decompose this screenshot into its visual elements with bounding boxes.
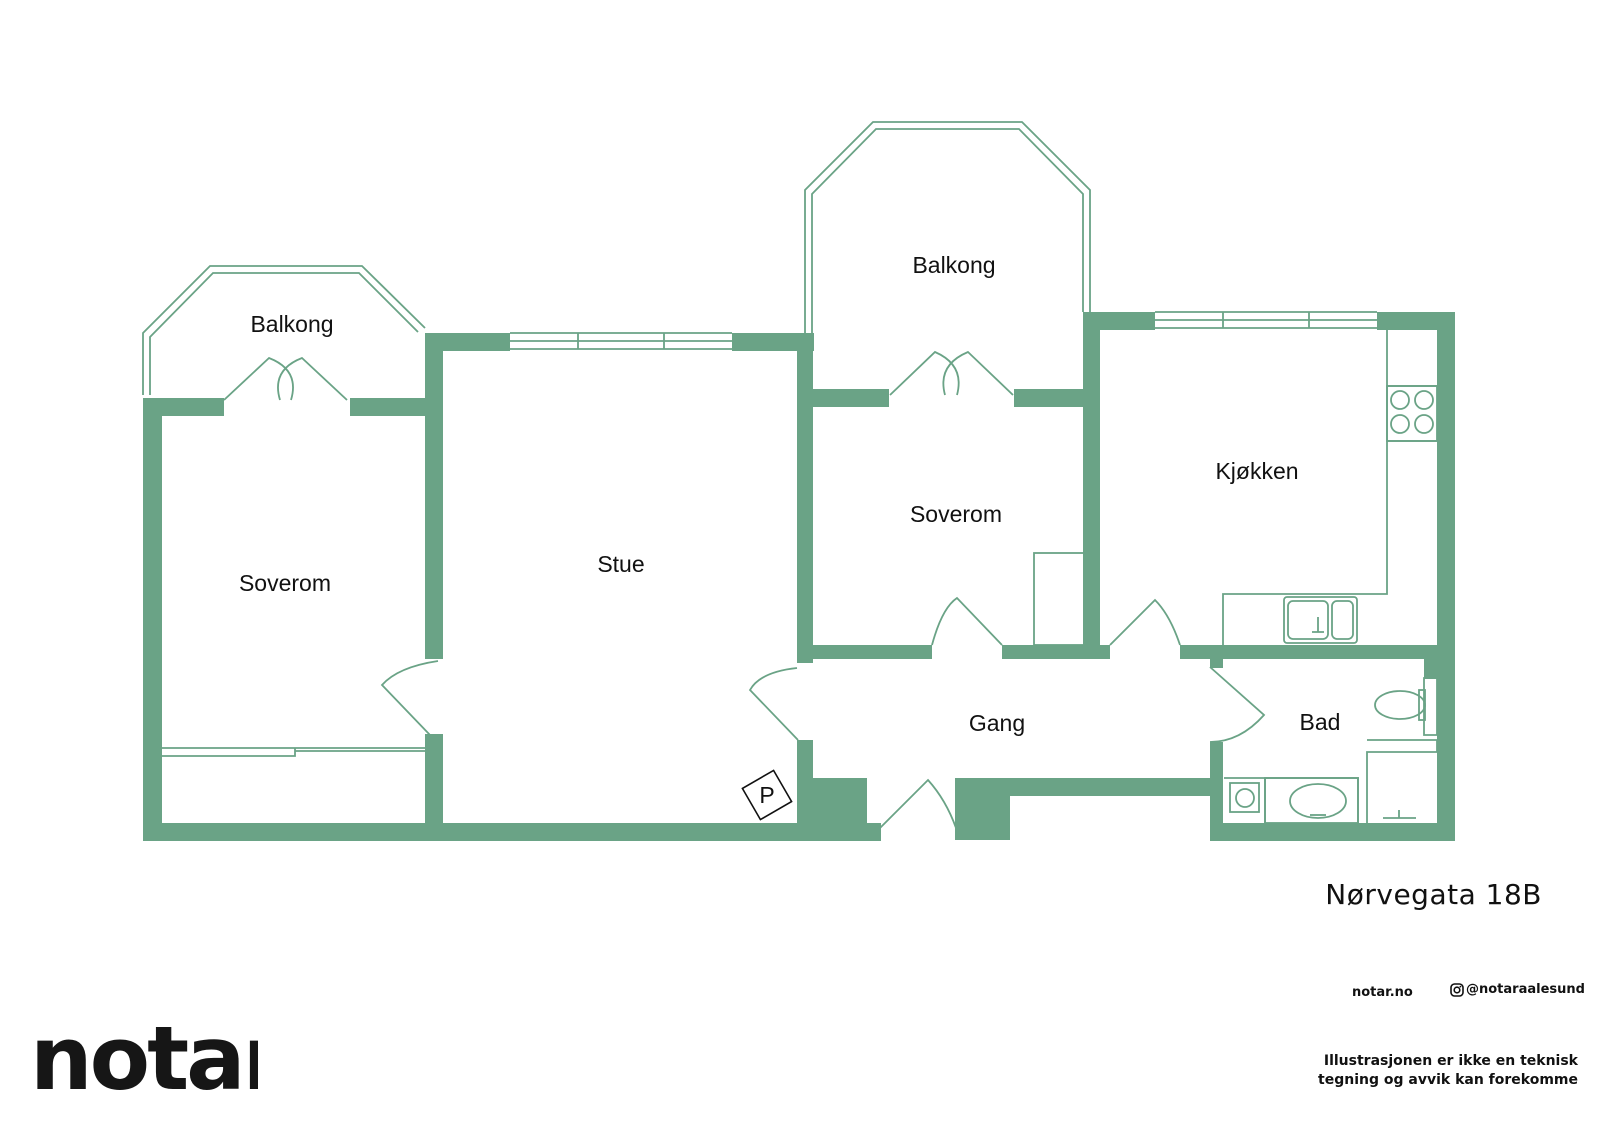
room-label-kjokken: Kjøkken: [1215, 458, 1298, 484]
balcony-left-outline: [142, 265, 426, 395]
balcony-center-outline: [804, 121, 1091, 390]
door-kitchen: [1109, 598, 1181, 646]
door-entrance: [879, 778, 957, 829]
notar-logo: notar: [30, 1007, 258, 1095]
toilet-icon: [1374, 689, 1426, 721]
room-label-bad: Bad: [1300, 709, 1341, 735]
room-label-soverom-center: Soverom: [910, 501, 1002, 527]
stove-icon: [1386, 385, 1438, 442]
disclaimer-line-1: Illustrasjonen er ikke en teknisk: [1323, 1053, 1578, 1069]
shower-drain-icon: [1383, 810, 1416, 819]
instagram-link[interactable]: @notaraalesund: [1450, 982, 1585, 997]
room-label-balkong-left: Balkong: [250, 311, 333, 337]
room-label-stue: Stue: [597, 551, 644, 577]
door-bathroom: [1209, 666, 1266, 743]
wardrobe-left-bedroom: [161, 747, 425, 757]
door-stue-gang: [748, 667, 799, 741]
washing-machine-icon: [1229, 782, 1260, 813]
room-label-gang: Gang: [969, 710, 1025, 736]
washbasin-icon: [1264, 777, 1359, 824]
instagram-icon: [1450, 982, 1464, 997]
door-center-bedroom: [931, 596, 1003, 646]
room-label-soverom-left: Soverom: [239, 570, 331, 596]
instagram-handle: @notaraalesund: [1466, 982, 1585, 997]
window-stue: [510, 332, 732, 350]
parking-marker: [741, 769, 793, 821]
room-label-balkong-center: Balkong: [912, 252, 995, 278]
closet-center-bedroom: [1033, 552, 1087, 646]
walls: [143, 312, 1455, 841]
disclaimer: Illustrasjonen er ikke en teknisk tegnin…: [1278, 1052, 1578, 1090]
door-left-bedroom: [380, 660, 439, 736]
address: Nørvegata 18B: [1325, 878, 1542, 911]
kitchen-sink-icon: [1283, 596, 1358, 644]
window-kitchen: [1155, 311, 1377, 329]
door-balcony-center: [889, 350, 1014, 396]
logo-text: notar: [30, 1007, 258, 1095]
disclaimer-line-2: tegning og avvik kan forekomme: [1318, 1072, 1578, 1088]
parking-marker-label: P: [759, 782, 774, 808]
bath-fixtures: [1224, 677, 1438, 823]
website-link[interactable]: notar.no: [1352, 985, 1413, 1000]
door-balcony-left: [223, 356, 348, 401]
